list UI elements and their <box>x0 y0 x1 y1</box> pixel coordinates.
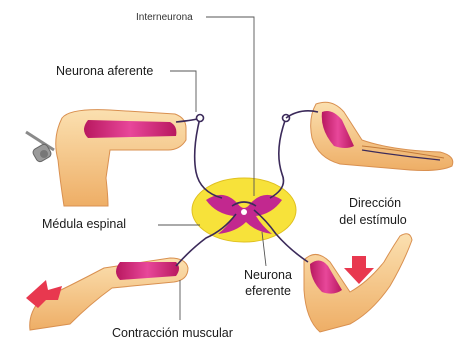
label-interneurona: Interneurona <box>136 10 193 25</box>
label-neurona-aferente: Neurona aferente <box>56 64 153 79</box>
label-neurona-eferente-1: Neurona <box>238 268 298 283</box>
reflex-hammer-icon <box>26 132 54 163</box>
knee-illustration <box>26 110 186 206</box>
forearm-illustration <box>311 102 453 170</box>
afferent-ganglion-icon <box>197 115 204 122</box>
leg-illustration <box>26 258 188 330</box>
label-direccion-1: Dirección <box>330 196 420 211</box>
thigh-muscle <box>84 120 176 138</box>
arm-illustration <box>304 234 412 332</box>
label-neurona-eferente-2: eferente <box>238 284 298 299</box>
label-contraccion-muscular: Contracción muscular <box>112 326 233 341</box>
label-medula-espinal: Médula espinal <box>42 217 126 232</box>
spinal-cord-section <box>192 178 296 242</box>
label-direccion-2: del estímulo <box>318 213 428 228</box>
